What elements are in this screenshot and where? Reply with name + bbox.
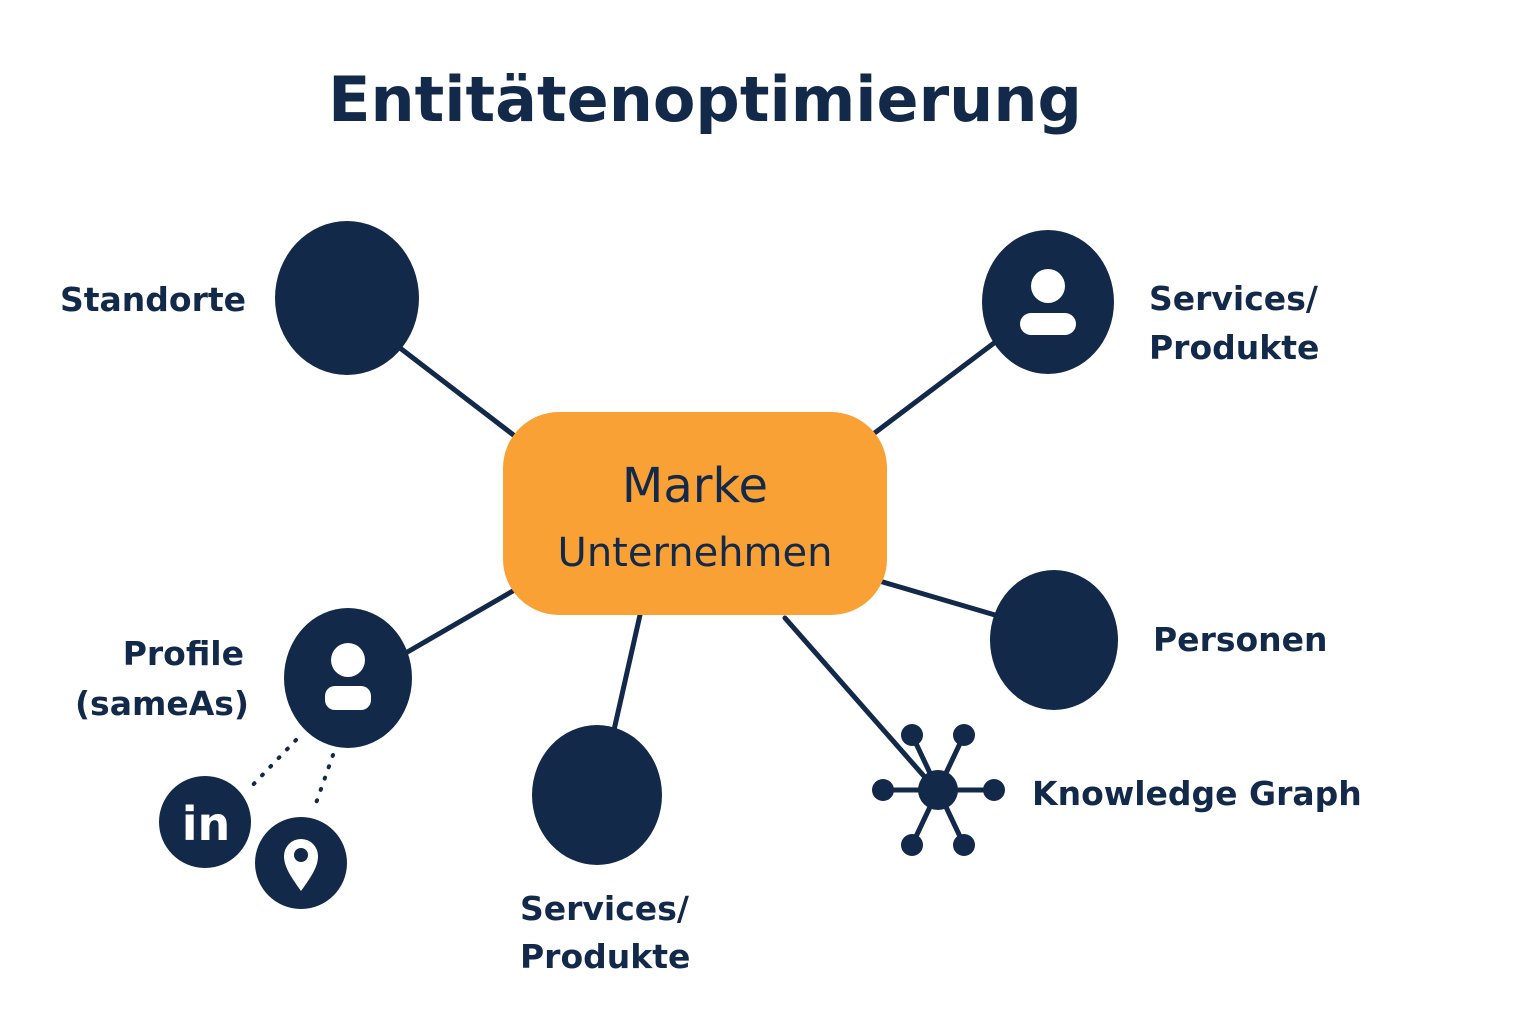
services-bottom-circle <box>532 725 662 865</box>
connector-services-bottom <box>611 612 643 733</box>
node-knowledge-graph[interactable] <box>872 724 1005 856</box>
linkedin-link[interactable]: in <box>159 776 251 868</box>
connector-knowledge-graph <box>782 615 933 786</box>
personen-label: Personen <box>1153 620 1328 659</box>
maps-link[interactable] <box>255 817 347 909</box>
connector-profile <box>401 585 521 657</box>
connector-personen <box>873 577 998 618</box>
node-services-top[interactable] <box>982 230 1114 374</box>
profile-dotted-lines <box>246 738 335 808</box>
connector-standorte <box>397 345 523 443</box>
profile-circle <box>284 608 412 748</box>
services-bottom-label-line2: Produkte <box>520 937 690 976</box>
person-icon <box>325 643 371 710</box>
person-icon <box>1020 269 1076 335</box>
dotted-line-maps <box>313 753 335 808</box>
node-profile[interactable] <box>284 608 412 748</box>
profile-label-line2: (sameAs) <box>75 684 249 723</box>
personen-circle <box>990 570 1118 710</box>
center-label-line2: Unternehmen <box>558 530 833 576</box>
dotted-line-linkedin <box>246 738 298 792</box>
center-box <box>503 412 887 615</box>
node-services-bottom[interactable] <box>532 725 662 865</box>
map-pin-icon <box>284 839 318 891</box>
linkedin-icon-text: in <box>182 797 231 851</box>
center-label-line1: Marke <box>622 458 768 514</box>
standorte-label: Standorte <box>60 280 246 319</box>
connector-lines <box>397 337 1001 786</box>
services-top-label-line1: Services/ <box>1149 279 1319 318</box>
connector-services-top <box>865 337 1001 441</box>
profile-label-line1: Profile <box>123 634 244 673</box>
services-top-label-line2: Produkte <box>1149 328 1319 367</box>
node-standorte[interactable] <box>275 221 419 375</box>
center-node[interactable]: Marke Unternehmen <box>503 412 887 615</box>
network-graph-icon <box>872 724 1005 856</box>
knowledge-graph-label: Knowledge Graph <box>1032 774 1362 813</box>
diagram-title: Entitätenoptimierung <box>328 63 1082 136</box>
standorte-circle <box>275 221 419 375</box>
linkedin-icon <box>159 776 251 868</box>
services-bottom-label-line1: Services/ <box>520 889 690 928</box>
node-personen[interactable] <box>990 570 1118 710</box>
